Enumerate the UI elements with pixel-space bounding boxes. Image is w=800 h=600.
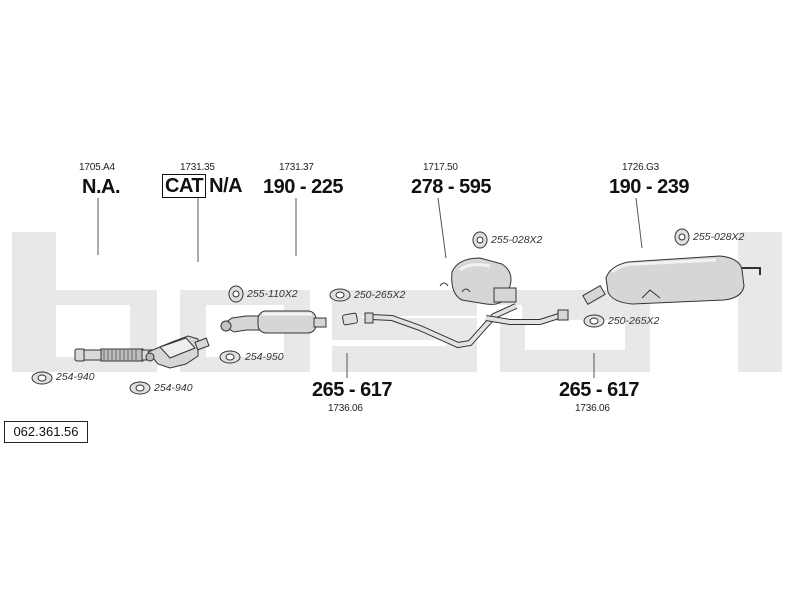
rubber-mount-icon	[674, 228, 690, 246]
intermediate-silencer-part	[220, 310, 327, 334]
clamp-label: 250-265X2	[608, 315, 660, 327]
rubber-mount-icon	[228, 285, 244, 303]
part-code-front-pipe: 1705.A4	[79, 162, 115, 173]
clamp-label: 255-110X2	[247, 288, 298, 300]
clamp-label: 254-940	[154, 382, 193, 394]
clamp-icon	[583, 314, 605, 328]
fittings	[31, 228, 690, 395]
clamp-label: 254-950	[245, 351, 284, 363]
part-code-mounting-kit-right: 1736.06	[575, 403, 610, 414]
part-code-mounting-kit-left: 1736.06	[328, 403, 363, 414]
part-code-catalytic-converter: 1731.35	[180, 162, 215, 173]
part-price-center-silencer: 278 - 595	[411, 176, 492, 198]
part-code-rear-silencer: 1726.G3	[622, 162, 659, 173]
clamp-label: 254-940	[56, 371, 95, 383]
catalytic-converter-part	[145, 335, 210, 369]
part-price-intermediate-silencer: 190 - 225	[263, 176, 344, 198]
part-price-rear-silencer: 190 - 239	[609, 176, 690, 198]
rubber-mount-icon	[472, 231, 488, 249]
clamp-icon	[329, 288, 358, 326]
clamp-icon	[129, 381, 151, 395]
center-silencer-part	[364, 257, 569, 349]
front-pipe-part	[74, 348, 153, 362]
clamp-label: 255-028X2	[693, 231, 745, 243]
part-code-center-silencer: 1717.50	[423, 162, 458, 173]
leader-lines	[97, 197, 643, 378]
part-code-intermediate-silencer: 1731.37	[279, 162, 314, 173]
clamp-label: 250-265X2	[354, 289, 406, 301]
rear-silencer-part	[582, 255, 761, 306]
diagram-reference-number: 062.361.56	[4, 421, 88, 443]
part-price-mounting-kit-right: 265 - 617	[559, 379, 640, 401]
part-price-mounting-kit-left: 265 - 617	[312, 379, 393, 401]
part-price-front-pipe: N.A.	[82, 176, 121, 198]
clamp-icon	[31, 371, 53, 385]
watermark-logo	[12, 232, 782, 372]
cat-badge: CAT	[162, 174, 207, 198]
cat-price-value: N/A	[209, 175, 243, 197]
clamp-label: 255-028X2	[491, 234, 543, 246]
clamp-icon	[219, 350, 241, 364]
